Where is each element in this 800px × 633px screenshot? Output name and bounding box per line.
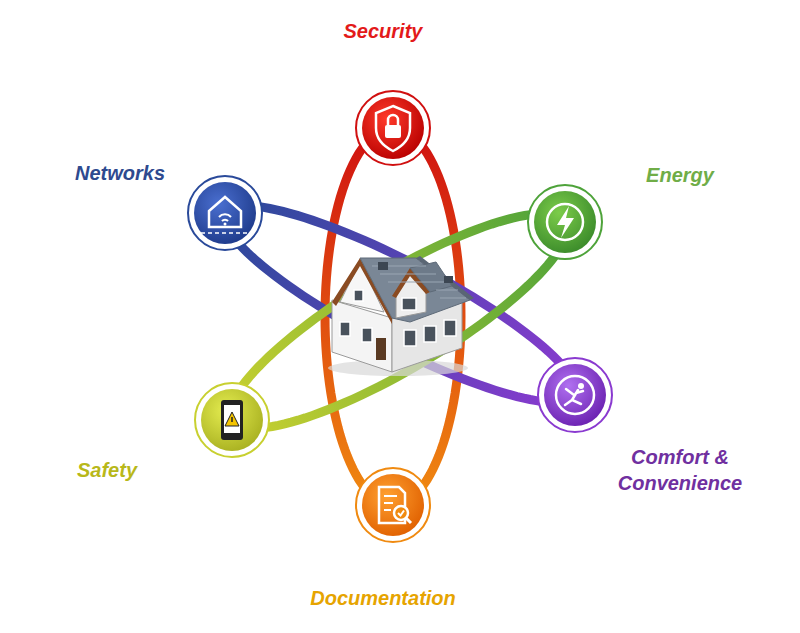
topic-label: Energy — [646, 162, 714, 188]
orbit-connector — [224, 206, 576, 403]
icon-circle — [353, 88, 433, 168]
orbit-connector — [230, 214, 567, 428]
topic-label: Networks — [75, 160, 165, 186]
topic-label: Comfort & Convenience — [605, 444, 755, 496]
icon-circle — [185, 173, 265, 253]
icon-circle — [535, 355, 615, 435]
topic-label: Safety — [77, 457, 137, 483]
icon-circle — [525, 182, 605, 262]
icon-circle — [192, 380, 272, 460]
icon-circle — [353, 465, 433, 545]
topic-label: Documentation — [310, 585, 456, 611]
topic-label: Security — [344, 18, 423, 44]
